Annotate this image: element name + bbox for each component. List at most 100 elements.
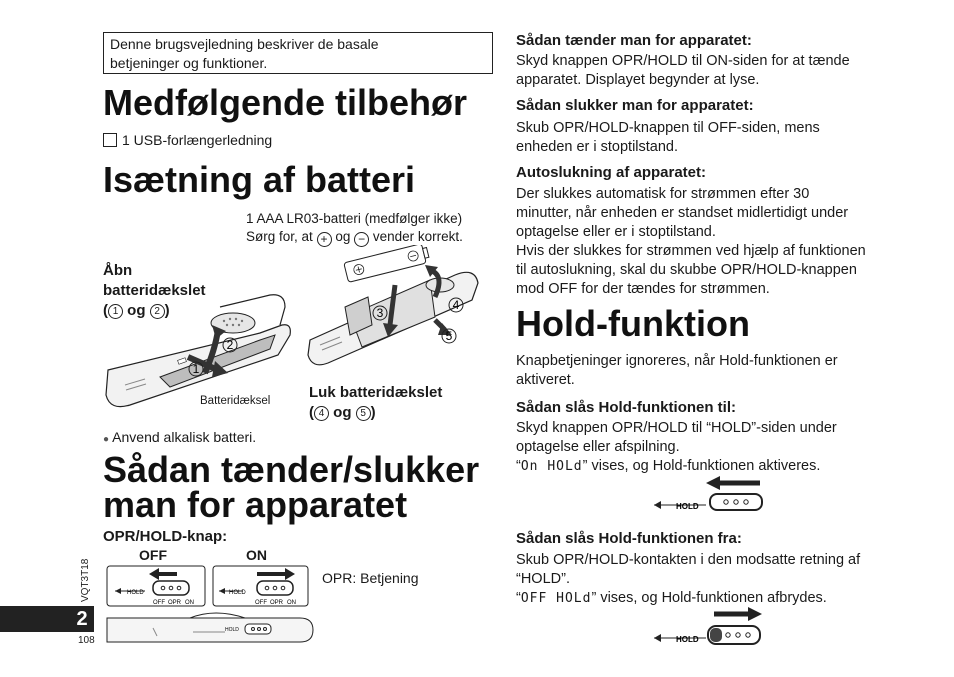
power-title: Sådan tænder/slukker man for apparatet	[103, 449, 480, 525]
close-cover-line-2: (4 og 5)	[309, 403, 442, 423]
step-num-1: 1	[193, 362, 200, 376]
battery-note-line-1: 1 AAA LR03-batteri (medfølger ikke)	[246, 211, 463, 226]
hold-off-line-1: Skub OPR/HOLD-kontakten i den modsatte r…	[516, 552, 861, 568]
open-cover-label: Åbn batteridækslet (1 og 2)	[103, 261, 206, 321]
hold-title: Hold-funktion	[516, 303, 750, 344]
hold-off-switch-diagram: HOLD	[654, 607, 762, 645]
power-switch-illustration: HOLD OFF OPR ON HOLD OFF OPR ON HOLD	[106, 565, 314, 643]
on-text-line-2: apparatet. Displayet begynder at lyse.	[516, 72, 760, 88]
hold-on-switch-diagram: HOLD	[654, 476, 763, 511]
auto-text: Der slukkes automatisk for strømmen efte…	[516, 185, 866, 299]
on-label: ON	[246, 547, 267, 563]
paren-close-2: )	[370, 404, 376, 421]
hold-off-text: Skub OPR/HOLD-kontakten i den modsatte r…	[516, 551, 860, 608]
auto-heading: Autoslukning af apparatet:	[516, 164, 707, 181]
on-text: Skyd knappen OPR/HOLD til ON-siden for a…	[516, 52, 850, 90]
off-text-line-1: Skub OPR/HOLD-knappen til OFF-siden, men…	[516, 120, 820, 136]
accessories-title: Medfølgende tilbehør	[103, 82, 467, 123]
step-4-icon: 4	[314, 406, 329, 421]
open-cover-line-3: (1 og 2)	[103, 301, 206, 321]
paren-open: (	[103, 302, 108, 319]
open-cover-line-1: Åbn	[103, 262, 133, 279]
hold-on-line-3: “On HOLd” vises, og Hold-funktionen akti…	[516, 458, 821, 474]
auto-text-line-2: minutter, når enheden er standset midler…	[516, 205, 849, 221]
hold-off-switch-label: HOLD	[676, 635, 699, 644]
on-switch-hold: HOLD	[229, 590, 246, 596]
step-num-2: 2	[227, 338, 234, 352]
hold-on-line-3-text: vises, og Hold-funktionen aktiveres.	[591, 458, 821, 474]
close-cover-label: Luk batteridækslet (4 og 5)	[309, 383, 442, 423]
opr-note: OPR: Betjening	[322, 570, 419, 586]
cover-label: Batteridæksel	[200, 395, 271, 407]
hold-intro: Knapbetjeninger ignoreres, når Hold-funk…	[516, 352, 838, 390]
hold-off-heading: Sådan slås Hold-funktionen fra:	[516, 530, 742, 547]
battery-note-text-c: vender korrekt.	[372, 229, 463, 244]
on-text-line-1: Skyd knappen OPR/HOLD til ON-siden for a…	[516, 53, 850, 69]
battery-note-line-2: Sørg for, at + og − vender korrekt.	[246, 228, 463, 247]
accessory-item-label: 1 USB-forlængerledning	[122, 132, 273, 148]
hold-on-line-2: optagelse eller afspilning.	[516, 439, 680, 455]
off-heading: Sådan slukker man for apparatet:	[516, 97, 754, 114]
off-label: OFF	[139, 547, 167, 563]
off-text: Skub OPR/HOLD-knappen til OFF-siden, men…	[516, 119, 820, 157]
intro-line-1: Denne brugsvejledning beskriver de basal…	[110, 36, 379, 52]
page-index: 108	[78, 635, 95, 646]
hold-intro-line-1: Knapbetjeninger ignoreres, når Hold-funk…	[516, 353, 838, 369]
intro-note: Denne brugsvejledning beskriver de basal…	[103, 32, 493, 74]
on-switch-off: OFF	[255, 600, 267, 606]
off-text-line-2: enheden er i stoptilstand.	[516, 139, 679, 155]
auto-text-line-5: til autoslukning, skal du skubbe OPR/HOL…	[516, 262, 857, 278]
hold-on-switch-label: HOLD	[676, 502, 699, 511]
hold-intro-line-2: aktiveret.	[516, 372, 575, 388]
on-switch-on: ON	[287, 600, 296, 606]
paren-close: )	[164, 302, 170, 319]
page-tab	[0, 606, 94, 632]
battery-illustration: 1 2 3 4 5	[105, 245, 479, 408]
hold-on-heading: Sådan slås Hold-funktionen til:	[516, 399, 737, 416]
auto-text-line-4: Hvis der slukkes for strømmen ved hjælp …	[516, 243, 866, 259]
open-cover-line-2: batteridækslet	[103, 282, 206, 299]
on-heading: Sådan tænder man for apparatet:	[516, 32, 752, 49]
battery-note-text-a: Sørg for, at	[246, 229, 313, 244]
hold-on-text: Skyd knappen OPR/HOLD til “HOLD”-siden u…	[516, 419, 837, 476]
hold-off-line-2: “HOLD”.	[516, 571, 570, 587]
hold-on-line-1: Skyd knappen OPR/HOLD til “HOLD”-siden u…	[516, 420, 837, 436]
auto-text-line-3: optagelse eller er i stoptilstand.	[516, 224, 716, 240]
power-title-line-1: Sådan tænder/slukker	[103, 449, 480, 490]
document-code: VQT3T18	[80, 558, 91, 602]
checkbox-icon	[103, 133, 117, 147]
page-number: 2	[76, 608, 88, 630]
step-5-icon: 5	[355, 406, 371, 421]
off-switch-hold: HOLD	[127, 590, 144, 596]
on-switch-diagram: HOLD OFF OPR ON	[212, 565, 309, 607]
recorder-right-illustration	[307, 245, 479, 366]
power-title-line-2: man for apparatet	[103, 484, 408, 525]
recorder-side-illustration: HOLD	[106, 612, 314, 643]
hold-off-line-3: “OFF HOLd” vises, og Hold-funktionen afb…	[516, 590, 827, 606]
side-switch-hold: HOLD	[225, 627, 239, 633]
step-num-5: 5	[446, 329, 453, 343]
intro-line-2: betjeninger og funktioner.	[110, 55, 268, 71]
battery-note-text-b: og	[335, 229, 351, 244]
battery-note: 1 AAA LR03-batteri (medfølger ikke) Sørg…	[246, 210, 463, 247]
hold-on-lcd: On HOLd	[520, 459, 583, 474]
off-switch-diagram: HOLD OFF OPR ON	[106, 565, 206, 607]
off-switch-off: OFF	[153, 600, 165, 606]
battery-title: Isætning af batteri	[103, 159, 416, 200]
alkaline-note: ● Anvend alkalisk batteri.	[103, 428, 256, 449]
auto-text-line-1: Der slukkes automatisk for strømmen efte…	[516, 186, 810, 202]
alkaline-note-text: Anvend alkalisk batteri.	[112, 429, 257, 445]
step-num-3: 3	[377, 306, 384, 320]
auto-text-line-6: mod OFF for der tændes for strømmen.	[516, 281, 770, 297]
accessory-item: 1 USB-forlængerledning	[103, 131, 272, 150]
on-switch-opr: OPR	[270, 600, 284, 606]
og-text: og	[127, 302, 146, 319]
og-text-2: og	[333, 404, 352, 421]
off-switch-on: ON	[185, 600, 194, 606]
step-num-4: 4	[453, 298, 460, 312]
recorder-left-illustration	[105, 294, 291, 408]
paren-open-2: (	[309, 404, 314, 421]
hold-off-lcd: OFF HOLd	[520, 591, 592, 606]
close-cover-line-1: Luk batteridækslet	[309, 384, 443, 401]
step-2-icon: 2	[149, 304, 165, 319]
